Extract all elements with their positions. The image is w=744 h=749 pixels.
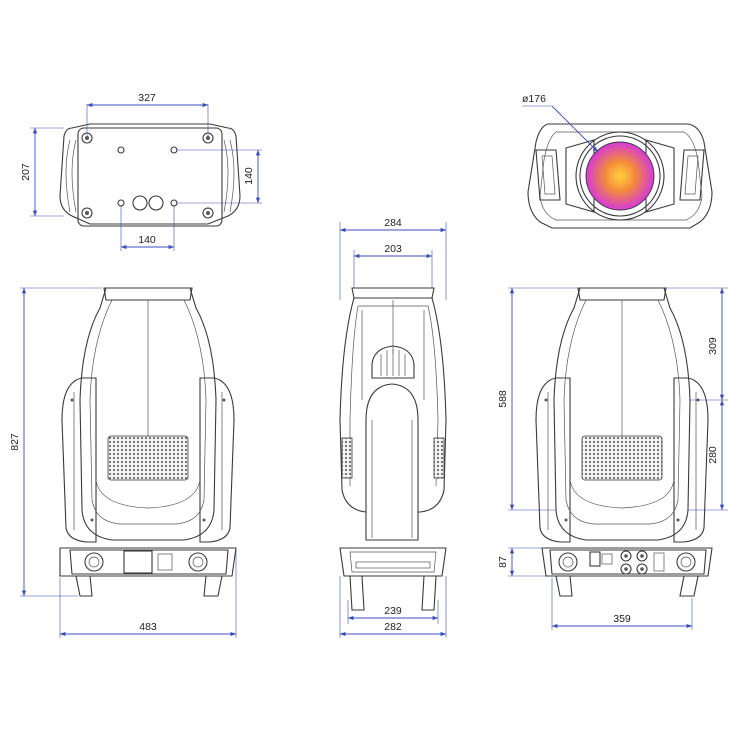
top-view <box>59 123 241 227</box>
rear-base-height-dimension: 87 <box>497 547 546 577</box>
front-view <box>59 287 237 597</box>
side-base-inner-dimension: 239 <box>347 600 439 624</box>
top-height-dimension: 207 <box>20 127 64 217</box>
front-height-label: 827 <box>9 433 21 451</box>
front-height-dimension: 827 <box>9 287 102 597</box>
lens-diameter-label: ø176 <box>522 93 546 105</box>
lens <box>585 141 655 211</box>
side-top-width-label: 284 <box>384 217 402 229</box>
front-width-label: 483 <box>139 621 157 633</box>
side-inner-width-dimension: 203 <box>353 243 433 288</box>
lens-diameter-dimension: ø176 <box>522 93 599 153</box>
side-view <box>339 287 447 611</box>
rear-view <box>535 287 713 597</box>
top-width-label: 327 <box>138 92 156 104</box>
top-inner-height-dimension: 140 <box>176 149 262 204</box>
rear-lower-label: 280 <box>707 446 719 464</box>
top-height-label: 207 <box>20 163 32 181</box>
top-inner-width-dimension: 140 <box>120 205 175 251</box>
side-base-outer-dimension: 282 <box>339 576 447 638</box>
top-inner-width-label: 140 <box>138 234 156 246</box>
side-top-width-dimension: 284 <box>339 217 447 300</box>
side-base-inner-label: 239 <box>384 605 402 617</box>
rear-height-dimension: 588 <box>497 287 578 511</box>
top-inner-height-label: 140 <box>243 167 255 185</box>
front-width-dimension: 483 <box>59 550 237 638</box>
rear-height-label: 588 <box>497 390 509 408</box>
rear-upper-dimension: 309 <box>666 287 728 401</box>
side-base-outer-label: 282 <box>384 621 402 633</box>
rear-upper-label: 309 <box>707 337 719 355</box>
side-inner-width-label: 203 <box>384 243 402 255</box>
lens-view <box>527 123 713 229</box>
rear-base-height-label: 87 <box>497 556 509 568</box>
top-width-dimension: 327 <box>86 92 209 136</box>
rear-lower-dimension: 280 <box>688 400 728 511</box>
rear-width-dimension: 359 <box>551 578 693 630</box>
rear-width-label: 359 <box>613 613 631 625</box>
